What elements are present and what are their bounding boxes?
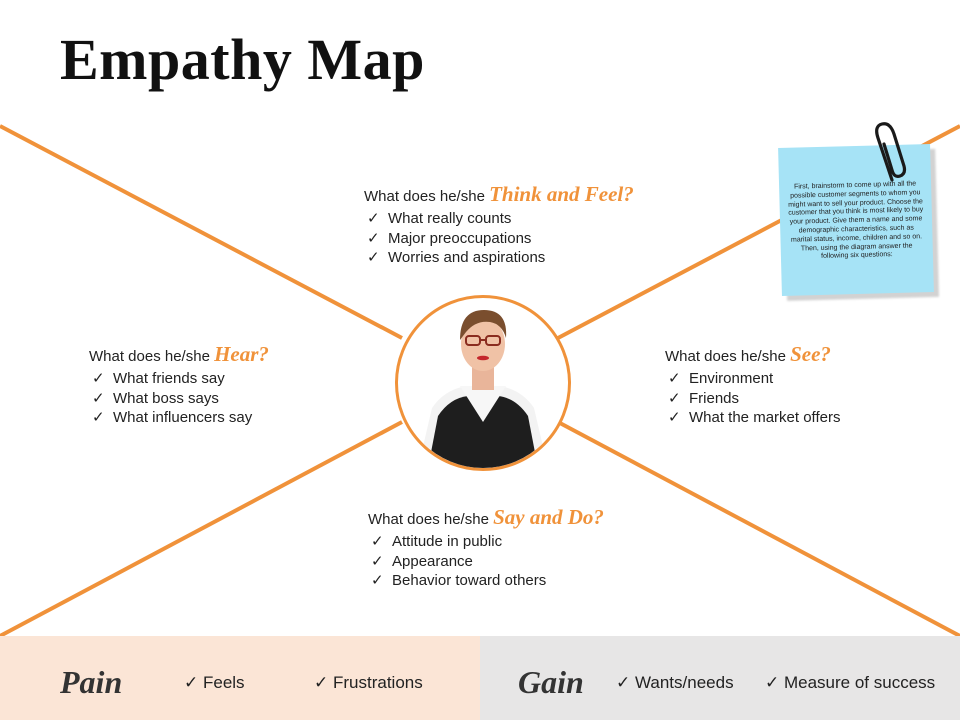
gain-item-wants: ✓ Wants/needs — [616, 673, 734, 693]
pain-gain-bar: Pain ✓ Feels ✓ Frustrations Gain ✓ Wants… — [0, 636, 960, 720]
list-item: ✓ What really counts — [367, 209, 634, 229]
gain-item-success: ✓ Measure of success — [765, 673, 935, 693]
question-prefix: What does he/she — [364, 188, 490, 205]
question-prefix: What does he/she — [368, 511, 494, 528]
quadrant-see: What does he/she See? ✓ Environment ✓ Frie… — [665, 342, 840, 428]
question-hear: What does he/she Hear? — [89, 342, 269, 367]
check-icon: ✓ — [668, 409, 681, 426]
line-bottom-right — [557, 420, 960, 638]
check-icon: ✓ — [367, 210, 380, 227]
check-icon: ✓ — [371, 533, 384, 550]
check-icon: ✓ — [92, 389, 105, 407]
item-text: Frustrations — [332, 673, 423, 692]
line-top-left — [0, 124, 403, 340]
sticky-note: First, brainstorm to come up with all th… — [778, 144, 934, 296]
item-text: Measure of success — [783, 673, 936, 692]
list-item: ✓ Friends — [668, 389, 840, 409]
person-avatar — [395, 295, 571, 471]
check-icon: ✓ — [367, 229, 380, 247]
item-text: What boss says — [113, 389, 219, 407]
item-text: Worries and aspirations — [388, 249, 546, 266]
item-text: Appearance — [392, 552, 473, 570]
item-text: Behavior toward others — [392, 572, 547, 589]
item-text: Attitude in public — [392, 533, 503, 550]
gain-section: Gain ✓ Wants/needs ✓ Measure of success — [480, 636, 960, 720]
item-text: Major preoccupations — [388, 229, 532, 247]
list-item: ✓ Major preoccupations — [367, 229, 634, 249]
item-text: Wants/needs — [634, 673, 734, 692]
see-list: ✓ Environment ✓ Friends ✓ What the market o… — [665, 369, 840, 428]
check-icon: ✓ — [371, 572, 384, 589]
quadrant-think-feel: What does he/she Think and Feel? ✓ What r… — [364, 182, 634, 268]
think-list: ✓ What really counts ✓ Major preoccupation… — [364, 209, 634, 268]
pain-item-frustrations: ✓ Frustrations — [314, 673, 423, 693]
check-icon: ✓ — [367, 249, 380, 266]
list-item: ✓ Worries and aspirations — [367, 248, 634, 268]
paperclip-icon — [875, 122, 907, 182]
question-emphasis: See? — [790, 342, 831, 366]
item-text: What friends say — [113, 370, 225, 387]
check-icon: ✓ — [92, 409, 105, 426]
check-icon: ✓ — [616, 673, 631, 692]
check-icon: ✓ — [314, 673, 329, 692]
list-item: ✓ Behavior toward others — [371, 571, 604, 591]
pain-section: Pain ✓ Feels ✓ Frustrations — [0, 636, 480, 720]
check-icon: ✓ — [371, 552, 384, 570]
say-list: ✓ Attitude in public ✓ Appearance ✓ Behavio… — [368, 532, 604, 591]
item-text: Friends — [689, 389, 740, 407]
question-say: What does he/she Say and Do? — [368, 505, 604, 530]
list-item: ✓ What influencers say — [92, 408, 269, 428]
question-see: What does he/she See? — [665, 342, 840, 367]
list-item: ✓ Environment — [668, 369, 840, 389]
quadrant-say-do: What does he/she Say and Do? ✓ Attitude i… — [368, 505, 604, 591]
question-prefix: What does he/she — [89, 348, 215, 365]
gain-label: Gain — [518, 664, 584, 700]
question-think: What does he/she Think and Feel? — [364, 182, 634, 207]
person-illustration — [418, 310, 548, 468]
line-bottom-left — [0, 420, 403, 638]
list-item: ✓ Attitude in public — [371, 532, 604, 552]
pain-item-feels: ✓ Feels — [184, 673, 245, 693]
question-emphasis: Say and Do? — [493, 505, 604, 529]
pain-label: Pain — [60, 664, 123, 700]
item-text: What the market offers — [689, 409, 841, 426]
list-item: ✓ What the market offers — [668, 408, 840, 428]
check-icon: ✓ — [668, 389, 681, 407]
question-prefix: What does he/she — [665, 348, 791, 365]
page-title: Empathy Map — [60, 27, 425, 92]
hear-list: ✓ What friends say ✓ What boss says ✓ What … — [89, 369, 269, 428]
check-icon: ✓ — [668, 370, 681, 387]
check-icon: ✓ — [184, 673, 199, 692]
check-icon: ✓ — [765, 673, 780, 692]
list-item: ✓ Appearance — [371, 552, 604, 572]
item-text: Environment — [689, 370, 774, 387]
quadrant-hear: What does he/she Hear? ✓ What friends say… — [89, 342, 269, 428]
list-item: ✓ What boss says — [92, 389, 269, 409]
item-text: Feels — [202, 673, 245, 692]
question-emphasis: Hear? — [214, 342, 269, 366]
item-text: What really counts — [388, 210, 512, 227]
item-text: What influencers say — [113, 409, 253, 426]
note-text: First, brainstorm to come up with all th… — [788, 180, 924, 261]
list-item: ✓ What friends say — [92, 369, 269, 389]
question-emphasis: Think and Feel? — [489, 182, 634, 206]
check-icon: ✓ — [92, 370, 105, 387]
